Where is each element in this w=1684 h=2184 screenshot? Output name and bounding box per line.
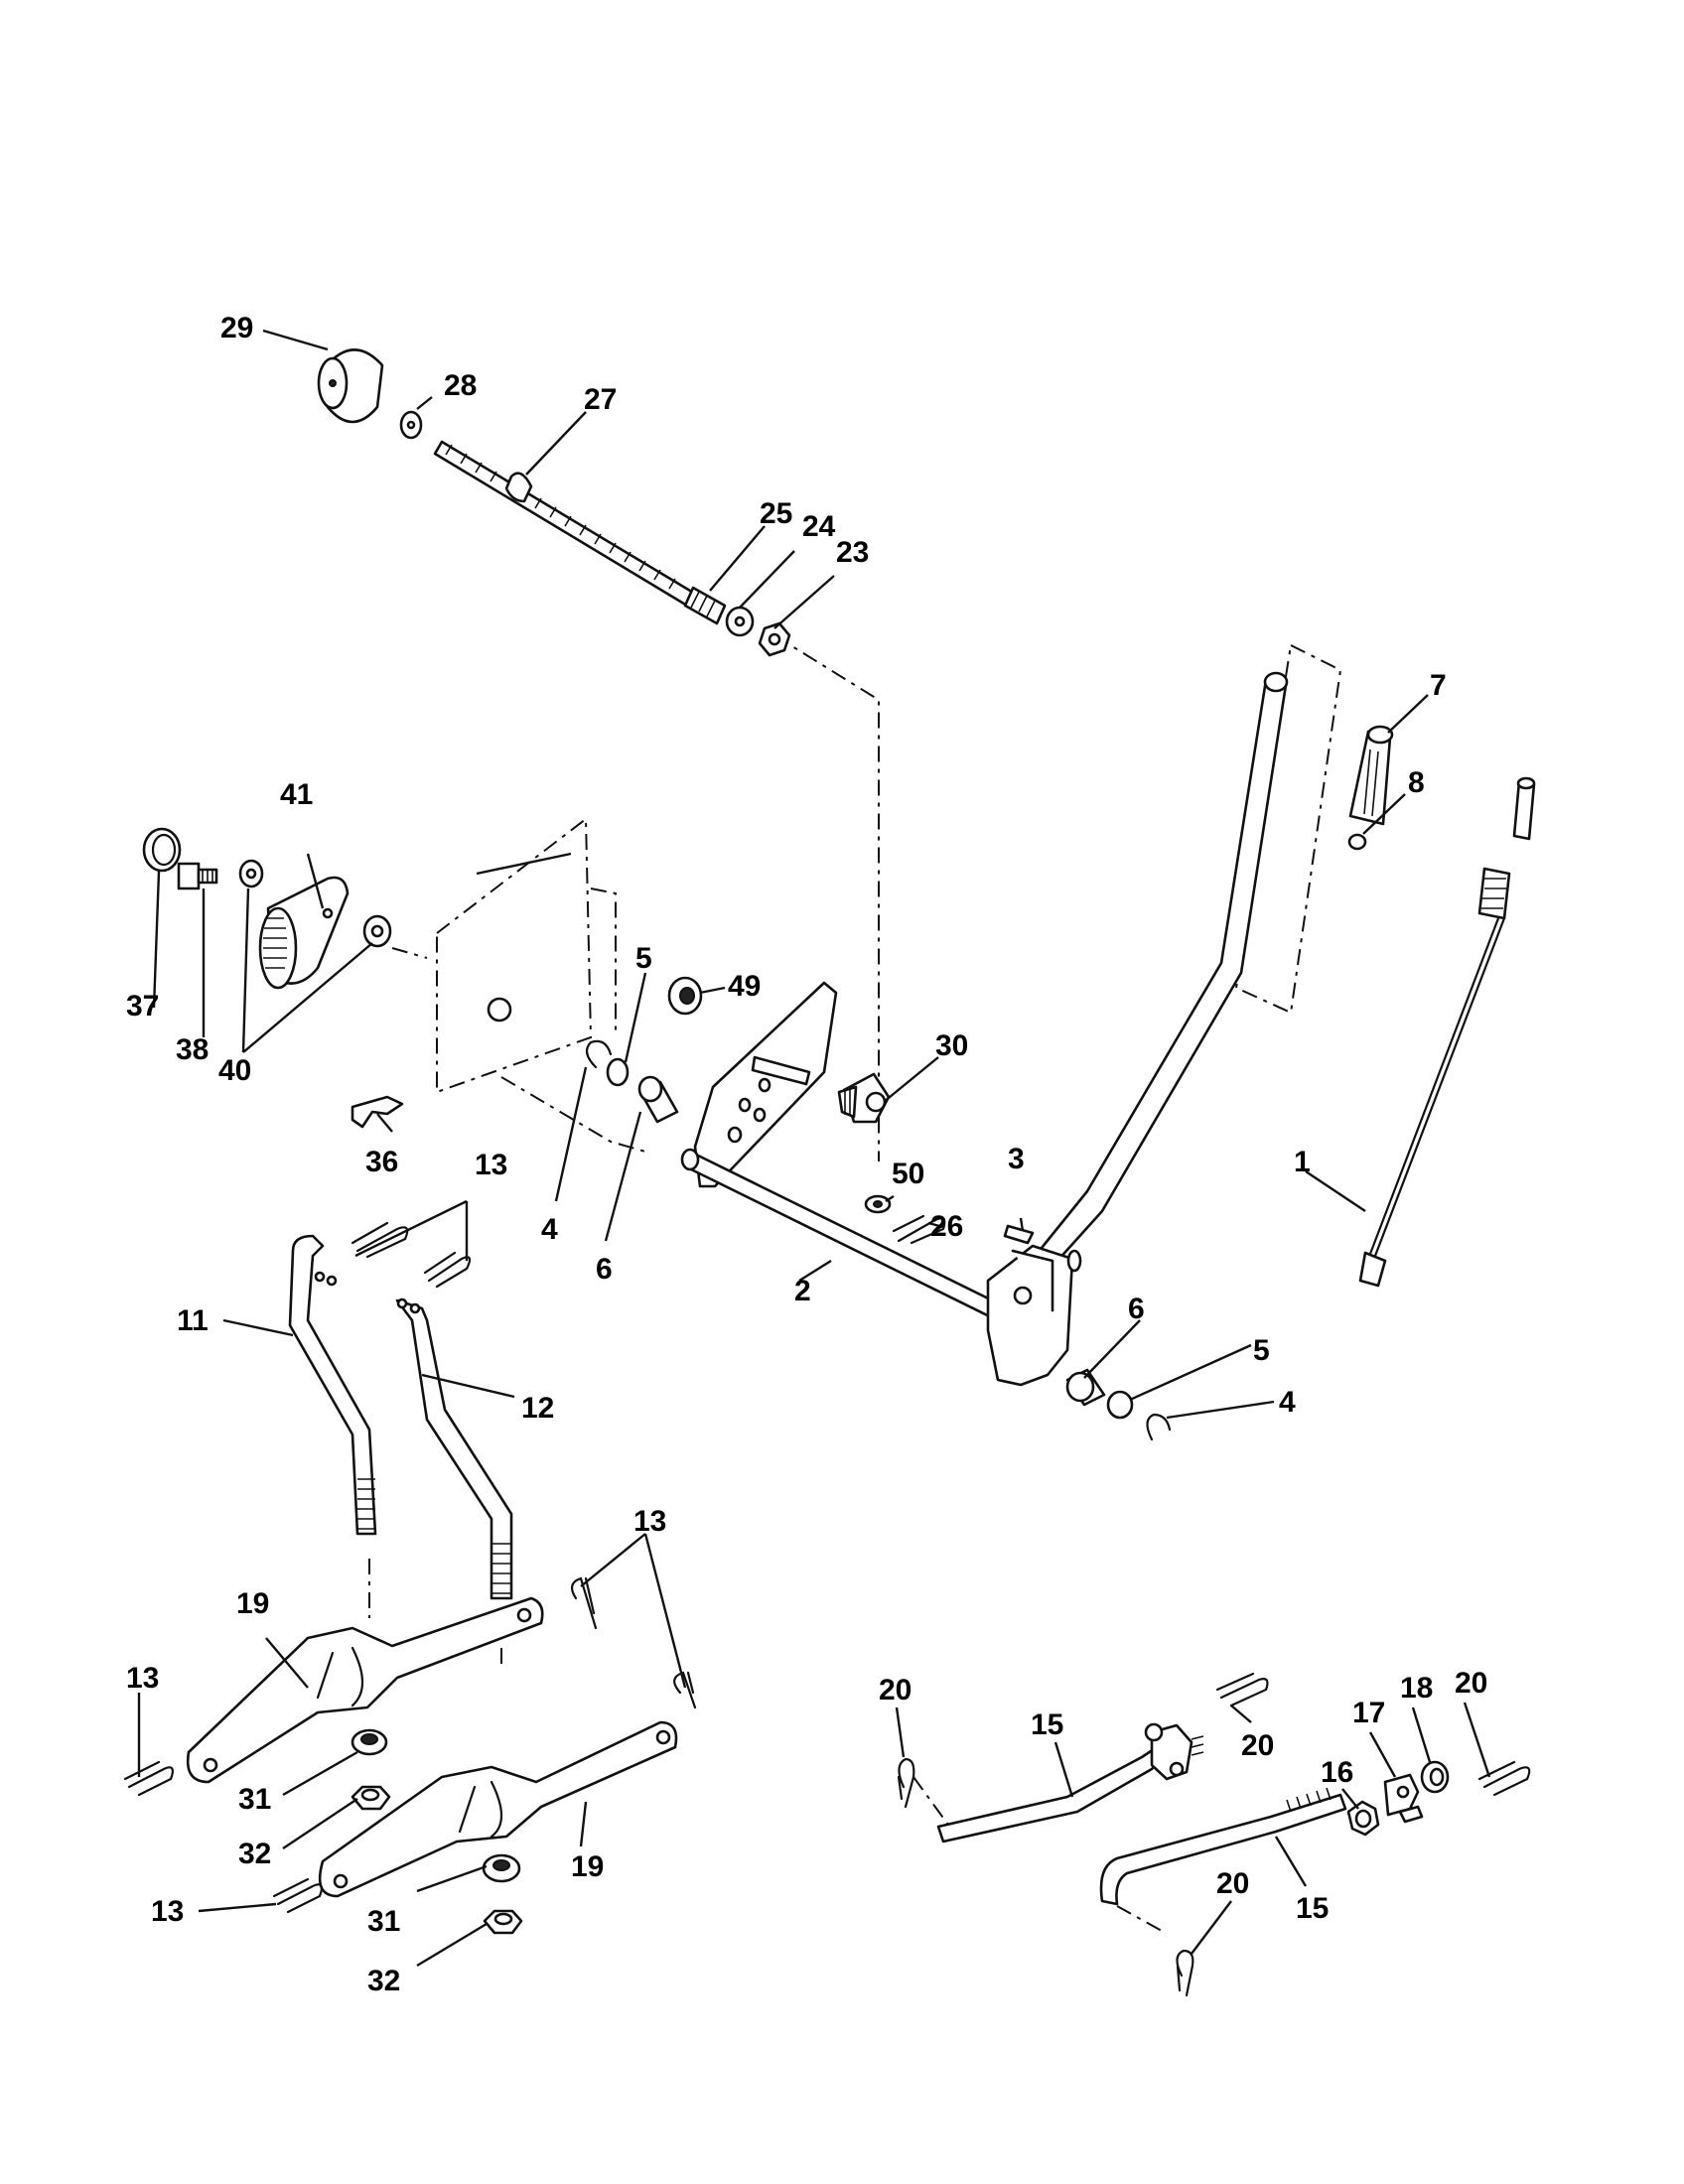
callout-16: 16 bbox=[1321, 1756, 1353, 1789]
washer-right bbox=[1106, 1390, 1134, 1420]
hairpin-clips-20 bbox=[897, 1672, 1531, 1997]
adjuster-washer bbox=[725, 606, 755, 637]
callout-17: 17 bbox=[1352, 1697, 1385, 1729]
callout-31-lower: 31 bbox=[367, 1905, 400, 1938]
callout-29: 29 bbox=[220, 312, 253, 344]
callout-36: 36 bbox=[365, 1146, 398, 1178]
callout-5-right: 5 bbox=[1253, 1334, 1270, 1367]
bushing-left bbox=[637, 1075, 679, 1124]
adjust-nut bbox=[1346, 1800, 1380, 1837]
callout-labels: 29 28 27 25 24 23 7 8 41 37 38 40 36 5 4… bbox=[126, 312, 1487, 1997]
callout-20-mid: 20 bbox=[1241, 1729, 1274, 1762]
lift-link-right bbox=[395, 1297, 513, 1600]
e-ring-right bbox=[1146, 1413, 1172, 1441]
callout-13-bottom: 13 bbox=[151, 1895, 184, 1928]
lift-shaft bbox=[680, 1148, 1035, 1337]
leader-lines bbox=[137, 329, 1491, 1968]
adjust-rod-upper bbox=[936, 1722, 1204, 1843]
washer-left bbox=[606, 1057, 630, 1087]
lever-grip bbox=[1348, 725, 1394, 826]
roll-pin bbox=[1003, 1224, 1035, 1245]
callout-13-top: 13 bbox=[475, 1149, 507, 1181]
callout-20-left: 20 bbox=[879, 1674, 912, 1706]
height-adjust-knob bbox=[317, 348, 384, 424]
callout-50: 50 bbox=[892, 1158, 924, 1190]
chassis-plate bbox=[351, 997, 512, 1129]
callout-12: 12 bbox=[521, 1392, 554, 1425]
retaining-ring bbox=[142, 827, 182, 873]
callout-26: 26 bbox=[930, 1210, 963, 1243]
control-cable bbox=[1358, 776, 1536, 1288]
callout-18: 18 bbox=[1400, 1672, 1433, 1705]
bushing-right bbox=[1065, 1368, 1106, 1407]
trunnion bbox=[1383, 1773, 1424, 1824]
callout-11: 11 bbox=[177, 1304, 209, 1337]
callout-20-right: 20 bbox=[1455, 1667, 1487, 1700]
callout-4-left: 4 bbox=[541, 1213, 558, 1246]
lift-arm-lower bbox=[318, 1720, 678, 1898]
e-ring-left bbox=[585, 1039, 613, 1069]
callout-32-lower: 32 bbox=[367, 1965, 400, 1997]
callout-3: 3 bbox=[1008, 1143, 1025, 1175]
callout-2: 2 bbox=[794, 1275, 811, 1307]
cam-handle bbox=[258, 876, 350, 990]
grip-cap bbox=[1347, 833, 1367, 851]
spacer-upper bbox=[351, 1728, 388, 1756]
callout-23: 23 bbox=[836, 536, 869, 569]
callout-24: 24 bbox=[802, 510, 836, 543]
lift-lever bbox=[986, 671, 1289, 1387]
callout-13-mid: 13 bbox=[633, 1505, 666, 1538]
callout-28: 28 bbox=[444, 369, 477, 402]
adjust-rod-lower bbox=[1099, 1787, 1347, 1906]
callout-13-left: 13 bbox=[126, 1662, 159, 1695]
bearing-washer bbox=[667, 976, 703, 1016]
callout-30: 30 bbox=[935, 1029, 968, 1062]
trunnion-nut bbox=[1420, 1760, 1450, 1794]
lift-link-left bbox=[288, 1234, 377, 1536]
knob-washer bbox=[399, 410, 423, 440]
callout-20-lower: 20 bbox=[1216, 1867, 1249, 1900]
callout-27: 27 bbox=[584, 383, 617, 416]
washer-upper bbox=[238, 859, 264, 888]
adjuster-spring bbox=[683, 586, 727, 625]
lift-arm-upper bbox=[186, 1596, 544, 1784]
callout-38: 38 bbox=[176, 1033, 209, 1066]
hairpin-clip-shaft bbox=[892, 1214, 946, 1245]
hairpin-clips-13 bbox=[123, 1221, 697, 1914]
callout-40: 40 bbox=[218, 1054, 251, 1087]
callout-49: 49 bbox=[728, 970, 761, 1003]
callout-15-upper: 15 bbox=[1031, 1708, 1063, 1741]
callout-4-right: 4 bbox=[1279, 1386, 1296, 1419]
lift-plate bbox=[693, 981, 838, 1188]
callout-8: 8 bbox=[1408, 766, 1425, 799]
callout-7: 7 bbox=[1430, 669, 1447, 702]
callout-37: 37 bbox=[126, 990, 159, 1023]
callout-6-right: 6 bbox=[1128, 1293, 1145, 1325]
washer-lower bbox=[362, 914, 392, 948]
callout-6-left: 6 bbox=[596, 1253, 613, 1286]
callout-41: 41 bbox=[280, 778, 313, 811]
shoulder-bolt bbox=[177, 862, 218, 890]
callout-19-lower: 19 bbox=[571, 1850, 604, 1883]
callout-15-lower: 15 bbox=[1296, 1892, 1329, 1925]
callout-25: 25 bbox=[760, 497, 792, 530]
swivel-block bbox=[837, 1072, 891, 1124]
callout-1: 1 bbox=[1294, 1146, 1311, 1178]
adjuster-rod bbox=[433, 440, 697, 608]
assembly-lines bbox=[368, 634, 1342, 1932]
callout-31-upper: 31 bbox=[238, 1783, 271, 1816]
callout-5-left: 5 bbox=[635, 942, 652, 975]
swivel-washer bbox=[864, 1194, 892, 1214]
nut-upper bbox=[351, 1785, 391, 1811]
adjuster-nut bbox=[758, 621, 791, 657]
callout-19-upper: 19 bbox=[236, 1587, 269, 1620]
spacer-lower bbox=[482, 1853, 521, 1883]
nut-lower bbox=[483, 1909, 523, 1935]
callout-32-upper: 32 bbox=[238, 1838, 271, 1870]
